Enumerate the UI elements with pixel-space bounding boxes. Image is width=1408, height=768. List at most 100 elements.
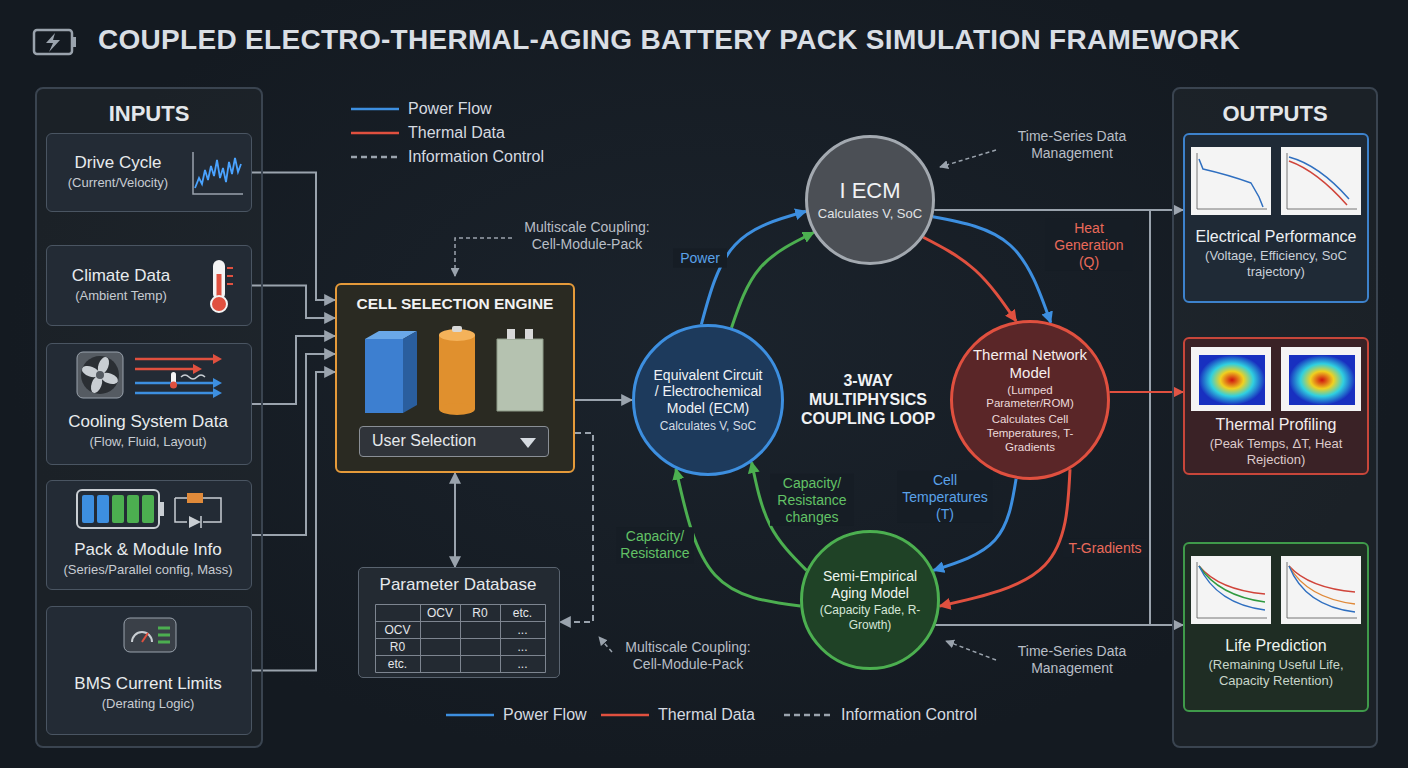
- node-heading: Semi-Empirical Aging Model: [812, 568, 928, 602]
- input-box: Pack & Module Info(Series/Parallel confi…: [46, 480, 252, 590]
- model-circle: Equivalent Circuit / Electrochemical Mod…: [632, 324, 784, 476]
- connector: [934, 209, 1183, 211]
- table-cell: ...: [500, 656, 545, 673]
- connector: [252, 336, 335, 404]
- legend-item: Thermal Data: [350, 124, 505, 142]
- connector: [252, 286, 335, 319]
- icon: [518, 436, 538, 450]
- output-box: Life Prediction (Remaining Useful Life, C…: [1183, 542, 1369, 712]
- legend-text: Thermal Data: [658, 706, 755, 724]
- icon: [355, 325, 555, 417]
- node-body: (Voltage, Efficiency, SoC trajectory): [1191, 248, 1361, 279]
- legend-sample: [600, 709, 650, 721]
- legend-sample: [783, 709, 833, 721]
- circle-outline: [632, 324, 784, 476]
- table-cell: OCV: [375, 622, 420, 639]
- legend-text: Thermal Data: [408, 124, 505, 142]
- connector: [923, 237, 1016, 321]
- icon: [189, 148, 245, 198]
- legend-item: Thermal Data: [600, 706, 755, 724]
- model-circle: I ECM Calculates V, SoC: [805, 135, 935, 265]
- node-body: (Capacity Fade, R-Growth): [812, 603, 928, 632]
- icon: [199, 256, 239, 314]
- engine-box: CELL SELECTION ENGINEUser Selection: [335, 283, 575, 473]
- node-heading: Parameter Database: [380, 575, 537, 595]
- annotation: Time-Series Data Management: [997, 128, 1147, 162]
- diagram-title: COUPLED ELECTRO-THERMAL-AGING BATTERY PA…: [98, 24, 1240, 56]
- table-cell: R0: [375, 639, 420, 656]
- connector: [701, 211, 806, 324]
- legend-text: Information Control: [408, 148, 544, 166]
- connector: [575, 399, 632, 401]
- icon: [122, 616, 178, 654]
- icon: [1189, 145, 1365, 219]
- legend-text: Power Flow: [503, 706, 587, 724]
- input-panel: INPUTS Drive Cycle (Current/Velocity) Clima…: [35, 87, 263, 748]
- node-heading: BMS Current Limits: [74, 674, 221, 694]
- output-panel: OUTPUTSElectrical Performance(Voltage, E…: [1172, 87, 1378, 748]
- node-heading: Drive Cycle: [75, 153, 162, 173]
- node-body: (Flow, Fluid, Layout): [89, 434, 206, 450]
- legend-text: Information Control: [841, 706, 977, 724]
- node-heading: Thermal Profiling: [1216, 415, 1337, 434]
- node-body: Calculates V, SoC: [818, 206, 922, 222]
- node-body: (Derating Logic): [102, 696, 195, 712]
- icon: [1189, 554, 1365, 628]
- model-circle: Thermal Network Model(Lumped Parameter/R…: [950, 320, 1110, 480]
- model-circle: Semi-Empirical Aging Model(Capacity Fade…: [800, 530, 940, 670]
- icon: [75, 486, 225, 532]
- edge-label: Heat Generation (Q): [1045, 219, 1133, 271]
- node-body: (Remaining Useful Life, Capacity Retenti…: [1191, 657, 1361, 688]
- legend-sample: [350, 127, 400, 139]
- node-heading: User Selection: [372, 431, 476, 450]
- output-bus: [1149, 210, 1151, 625]
- output-box: Electrical Performance(Voltage, Efficien…: [1183, 133, 1369, 303]
- node-heading: I ECM: [839, 178, 900, 204]
- legend-item: Information Control: [783, 706, 977, 724]
- node-heading: Life Prediction: [1225, 636, 1326, 655]
- legend-sample: [350, 103, 400, 115]
- edge-label: Capacity/ Resistance: [616, 527, 694, 563]
- output-box: Thermal Profiling (Peak Temps, ΔT, Heat R…: [1183, 337, 1369, 475]
- node-body: Calculates Cell Temperatures, T-Gradient…: [970, 413, 1090, 454]
- table-cell: R0: [460, 605, 500, 622]
- title-icon: [34, 30, 76, 54]
- input-box: Climate Data(Ambient Temp): [46, 245, 252, 326]
- node-heading: Equivalent Circuit / Electrochemical Mod…: [650, 367, 766, 417]
- legend-sample: [350, 151, 400, 163]
- connector: [935, 624, 1183, 626]
- loop-title: 3-WAY MULTIPHYSICS COUPLING LOOP: [798, 371, 938, 429]
- legend-item: Power Flow: [445, 706, 587, 724]
- edge-label: Cell Temperatures (T): [897, 471, 993, 523]
- edge-label: T-Gradients: [1063, 539, 1147, 558]
- connector: [252, 354, 335, 535]
- legend-item: Information Control: [350, 148, 544, 166]
- dropdown-box: User Selection: [359, 426, 549, 457]
- connector: [252, 372, 335, 671]
- icon: [75, 350, 225, 400]
- legend-sample: [445, 709, 495, 721]
- icon: [1189, 345, 1365, 415]
- edge-label: Power: [673, 249, 727, 268]
- table-cell: ...: [500, 622, 545, 639]
- node-body: (Peak Temps, ΔT, Heat Rejection): [1191, 436, 1361, 467]
- table-cell: etc.: [500, 605, 545, 622]
- annotation: Multiscale Coupling: Cell-Module-Pack: [512, 219, 662, 253]
- input-box: BMS Current Limits (Derating Logic): [46, 606, 252, 735]
- node-body: (Current/Velocity): [68, 175, 168, 191]
- input-box: Cooling System Data(Flow, Fluid, Layout): [46, 343, 252, 465]
- table-cell: ...: [500, 639, 545, 656]
- table-cell: OCV: [420, 605, 460, 622]
- node-heading: INPUTS: [109, 101, 190, 127]
- node-body: (Lumped Parameter/ROM): [970, 384, 1090, 412]
- connector: [933, 217, 1051, 323]
- node-body: (Ambient Temp): [75, 288, 167, 304]
- connector: [454, 473, 456, 567]
- legend-text: Power Flow: [408, 100, 492, 118]
- node-body: Calculates V, SoC: [660, 419, 756, 433]
- legend-item: Power Flow: [350, 100, 492, 118]
- annotation: Multiscale Coupling: Cell-Module-Pack: [613, 639, 763, 673]
- table-cell: etc.: [375, 656, 420, 673]
- database-box: Parameter DatabaseOCVR0etc.OCV...R0...et…: [358, 567, 560, 678]
